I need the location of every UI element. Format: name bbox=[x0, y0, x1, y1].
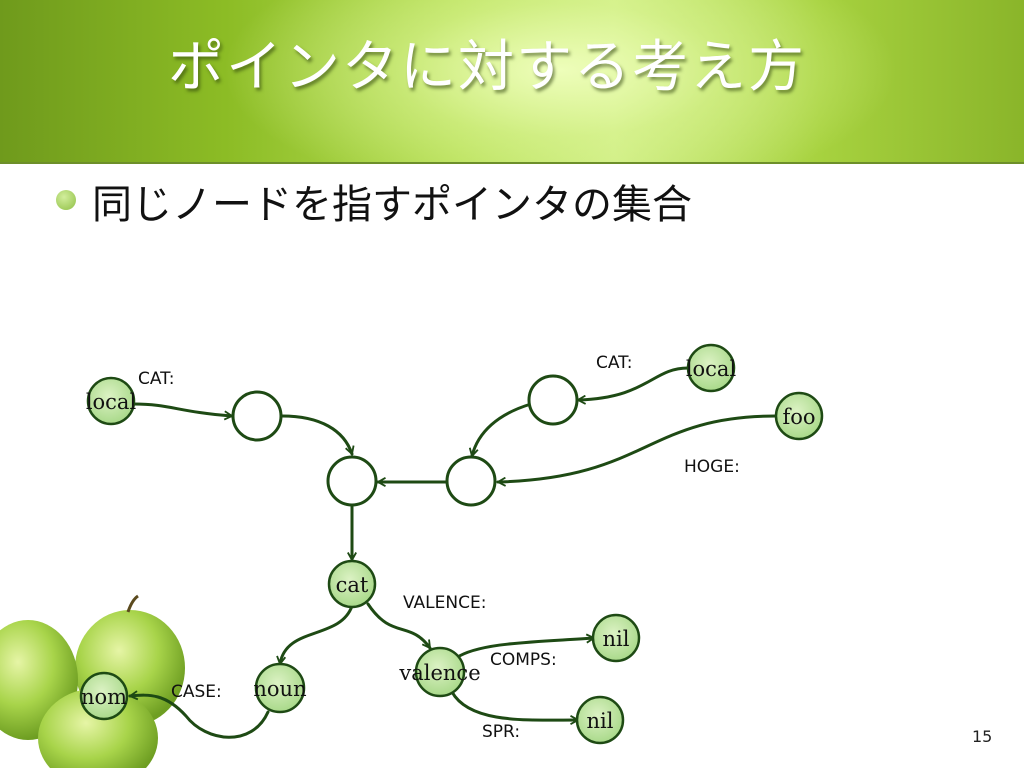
node-nom bbox=[79, 671, 129, 721]
node-label-cat: cat bbox=[336, 573, 369, 597]
node-cat bbox=[327, 559, 377, 609]
edge-cat-to-valence bbox=[366, 602, 432, 648]
edge-label-cat-right: CAT: bbox=[596, 353, 632, 373]
edge-local-left-to-n1 bbox=[132, 402, 232, 416]
labeled-nodes bbox=[79, 343, 824, 745]
edge-label-comps: COMPS: bbox=[490, 650, 557, 670]
edge-label-valence: VALENCE: bbox=[403, 593, 486, 613]
edge-valence-to-nil-comps bbox=[454, 638, 594, 660]
node-noun bbox=[254, 662, 306, 714]
header-divider bbox=[0, 162, 1024, 164]
pointer-node-3 bbox=[326, 455, 378, 507]
edge-label-spr: SPR: bbox=[482, 722, 520, 742]
node-valence bbox=[414, 646, 466, 698]
pointer-node-4 bbox=[445, 455, 497, 507]
node-label-local-left: local bbox=[86, 390, 137, 414]
page-number: 15 bbox=[972, 727, 993, 746]
node-local-left bbox=[86, 376, 136, 426]
edges bbox=[130, 366, 778, 739]
node-label-foo: foo bbox=[782, 405, 815, 429]
slide-header-banner bbox=[0, 0, 1024, 162]
node-label-noun: noun bbox=[253, 677, 306, 701]
bullet-text: 同じノードを指すポインタの集合 bbox=[92, 182, 692, 228]
edge-local-right-to-n2 bbox=[578, 366, 690, 400]
edge-foo-to-n4 bbox=[498, 414, 778, 482]
node-label-valence: valence bbox=[398, 661, 480, 685]
node-label-nil-spr: nil bbox=[587, 709, 614, 733]
bullet-dot-icon bbox=[56, 190, 76, 210]
slide-title: ポインタに対する考え方 bbox=[168, 35, 806, 100]
edge-label-hoge: HOGE: bbox=[684, 457, 740, 477]
edge-labels: CAT: CAT: HOGE: VALENCE: COMPS: CASE: SP… bbox=[138, 353, 740, 742]
edge-n2-to-n4 bbox=[472, 402, 533, 456]
node-local-right bbox=[686, 343, 736, 393]
node-label-local-right: local bbox=[686, 357, 737, 381]
node-foo bbox=[774, 391, 824, 441]
node-nil-comps bbox=[591, 613, 641, 663]
node-nil-spr bbox=[575, 695, 625, 745]
pointer-nodes bbox=[231, 374, 579, 507]
apple-stem bbox=[126, 594, 139, 613]
apple-front bbox=[38, 688, 158, 768]
edge-noun-to-nom bbox=[130, 695, 270, 739]
edge-valence-to-nil-spr bbox=[450, 690, 578, 720]
edge-label-case: CASE: bbox=[171, 682, 222, 702]
edge-cat-to-noun bbox=[280, 604, 354, 664]
pointer-node-1 bbox=[231, 390, 283, 442]
node-labels: local local foo cat valence noun nom nil… bbox=[81, 357, 816, 733]
node-label-nom: nom bbox=[81, 685, 127, 709]
edge-label-cat-left: CAT: bbox=[138, 369, 174, 389]
node-label-nil-comps: nil bbox=[603, 627, 630, 651]
pointer-node-2 bbox=[527, 374, 579, 426]
edge-n1-to-n3 bbox=[280, 414, 352, 454]
